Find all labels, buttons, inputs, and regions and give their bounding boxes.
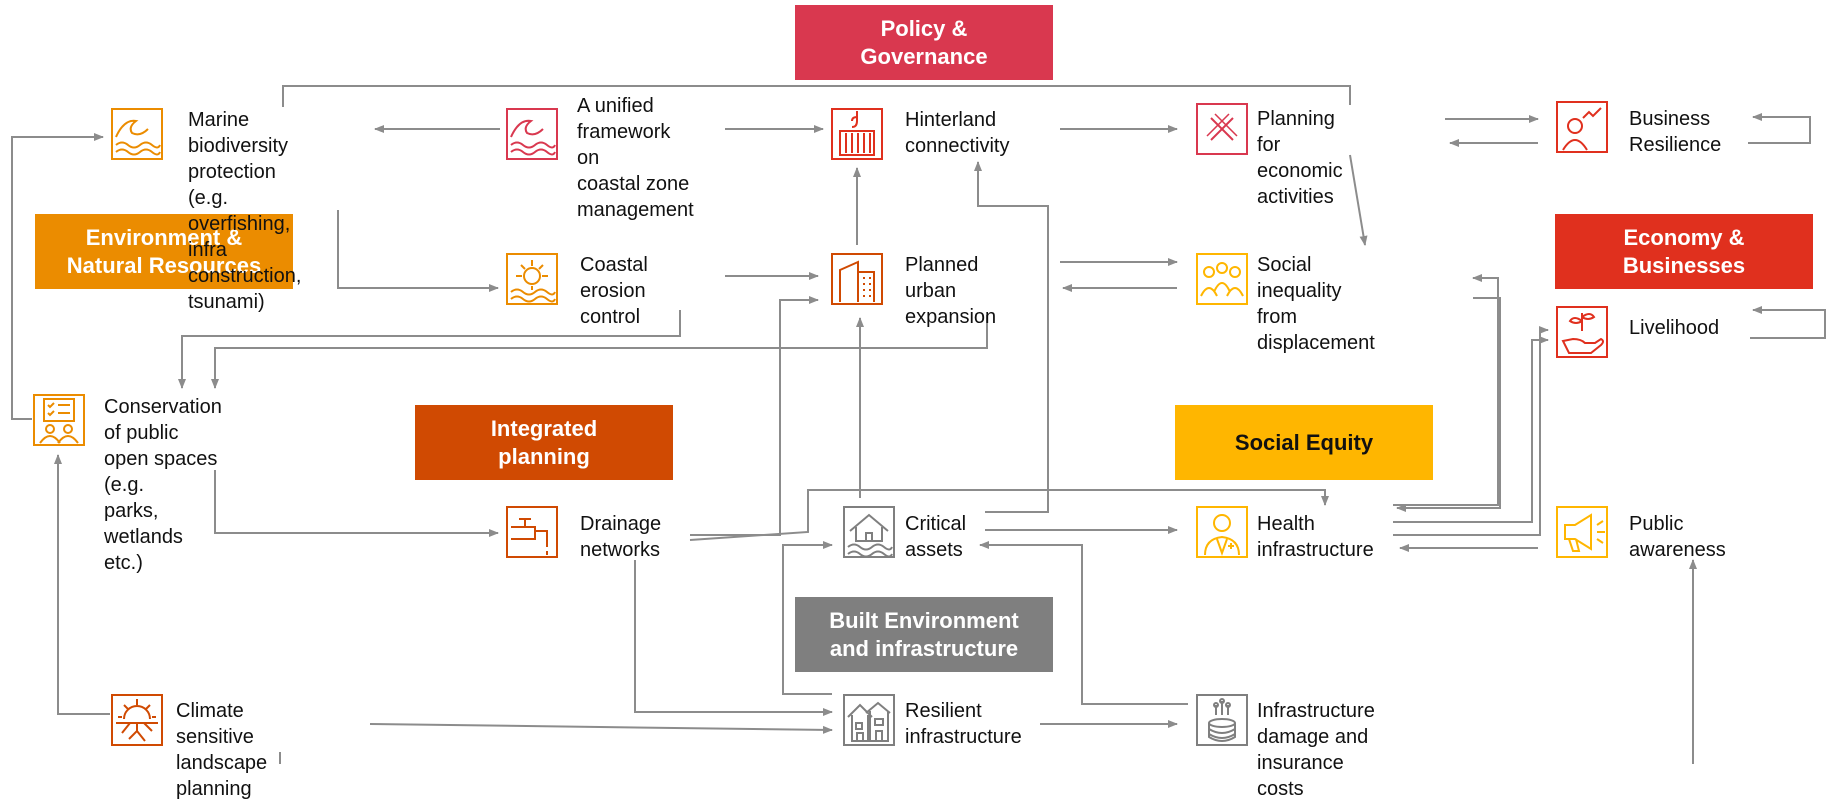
connector-business-livelihood-loop-out	[1748, 113, 1811, 144]
node-label: Climate sensitive landscape planning	[176, 700, 268, 800]
waves-icon	[505, 107, 559, 161]
connector-damage-to-critical	[979, 541, 1188, 705]
connector-marine-to-erosion	[337, 210, 499, 292]
connector-conservation-to-marine	[11, 133, 104, 420]
node-label: Conservation of public open spaces (e.g.…	[104, 396, 222, 574]
node-label: Social inequality from displacement	[1257, 254, 1375, 354]
category-social-equity: Social Equity	[1175, 405, 1433, 480]
category-economy-businesses: Economy & Businesses	[1555, 214, 1813, 289]
pipe-tap-icon	[505, 505, 559, 559]
connector-inequality-to-health	[1396, 297, 1501, 512]
diagram-canvas: Policy & Governance Environment & Natura…	[11, 5, 1826, 800]
category-environment-natural-resources: Environment & Natural Resources	[35, 214, 293, 289]
connector-erosion-to-conservation	[178, 310, 681, 389]
connector-health-to-inequality	[1393, 274, 1499, 506]
megaphone-icon	[1555, 505, 1609, 559]
node-label: Planning for economic activities	[1257, 108, 1343, 208]
sun-roots-icon	[110, 693, 164, 747]
connector-resilient-to-critical	[782, 541, 833, 695]
node-label: Hinterland connectivity	[905, 109, 1010, 157]
connector-critical-to-hinterland	[974, 161, 1049, 513]
node-label: Critical assets	[905, 513, 967, 561]
node-label: Planned urban expansion	[905, 254, 997, 328]
checklist-people-icon	[32, 393, 86, 447]
connector-planning-to-inequality	[1349, 154, 1368, 246]
node-label: Marine biodiversity protection (e.g. ove…	[188, 109, 302, 313]
category-policy-governance: Policy & Governance	[795, 5, 1053, 80]
connector-health-to-livelihood-b	[1393, 326, 1549, 536]
connector-livelihood-business-loop	[1750, 306, 1826, 339]
connector-drainage-to-resilient	[634, 560, 833, 716]
connector-drainage-to-health	[689, 489, 1329, 541]
coins-icon	[1195, 693, 1249, 747]
node-label: Livelihood	[1629, 317, 1720, 339]
node-label: Public awareness	[1629, 513, 1726, 561]
category-built-environment-infrastructure: Built Environment and infrastructure	[795, 597, 1053, 672]
node-label: Health infrastructure	[1257, 513, 1374, 561]
group-people-icon	[1195, 252, 1249, 306]
building-icon	[830, 252, 884, 306]
connector-layer	[11, 85, 1826, 764]
category-integrated-planning: Integrated planning	[415, 405, 673, 480]
connector-drainage-to-urban	[690, 296, 819, 536]
connector-climate-to-resilient	[369, 723, 833, 734]
node-label: A unified framework on coastal zone mana…	[577, 95, 694, 221]
x-badge-icon	[1195, 102, 1249, 156]
person-chart-icon	[1555, 100, 1609, 154]
node-label: Coastal erosion control	[580, 254, 648, 328]
node-label: Business Resilience	[1629, 108, 1722, 156]
sun-waves-icon	[505, 252, 559, 306]
house-flood-icon	[842, 505, 896, 559]
doctor-icon	[1195, 505, 1249, 559]
hand-plant-icon	[1555, 305, 1609, 359]
houses-icon	[842, 693, 896, 747]
node-label: Resilient infrastructure	[905, 700, 1022, 748]
connector-marine-top-loop	[282, 85, 1351, 107]
waves-icon	[110, 107, 164, 161]
node-label: Infrastructure damage and insurance cost…	[1257, 700, 1375, 800]
connector-climate-to-conservation	[54, 454, 110, 715]
connector-conservation-to-drainage	[214, 470, 499, 537]
connector-urban-to-conservation	[211, 315, 988, 389]
container-crane-icon	[830, 107, 884, 161]
node-label: Drainage networks	[580, 513, 662, 561]
